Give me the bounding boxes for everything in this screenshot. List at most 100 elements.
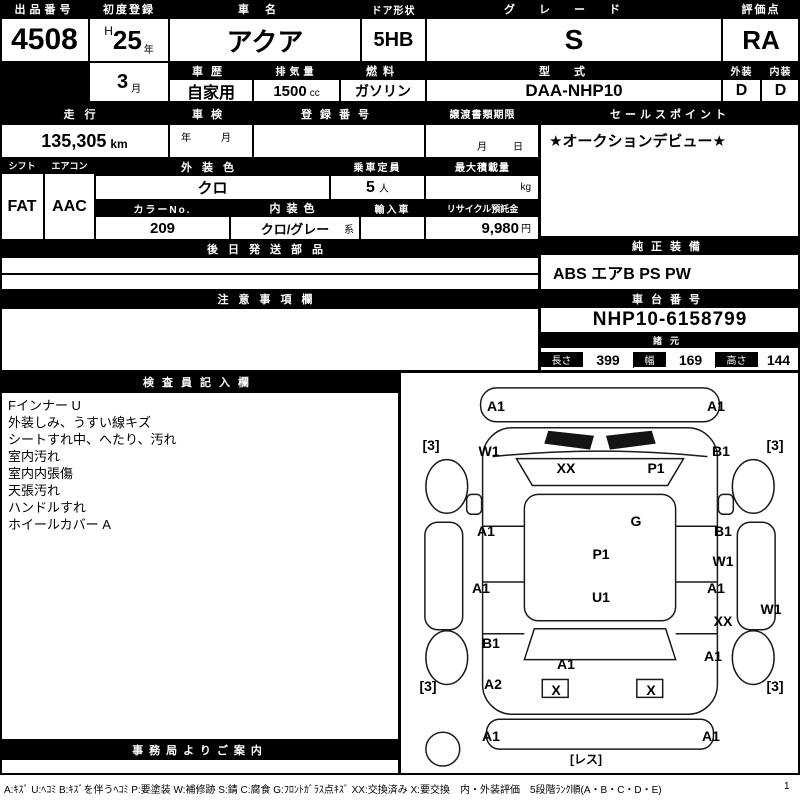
height-label: 高さ (716, 352, 758, 367)
damage-code-X: X (551, 682, 561, 698)
damage-code-W1: W1 (760, 601, 782, 617)
era-letter: H (104, 24, 113, 38)
registration-no-label: 登録番号 (253, 103, 425, 124)
auction-no: 4508 (0, 18, 89, 62)
stamp-box (0, 62, 89, 103)
damage-code-U1: U1 (592, 589, 610, 605)
damage-code-A1: A1 (707, 580, 725, 596)
inspector-note-line: 外装しみ、うすい線キズ (8, 415, 152, 430)
transfer-deadline-value: 月 日 (425, 124, 540, 158)
damage-code-P1: P1 (592, 546, 610, 562)
damage-code-G: G (630, 513, 642, 529)
recycle-deposit: 9,980 (481, 219, 519, 237)
damage-code-X: X (646, 682, 656, 698)
interior-color-label: 内装色 (230, 200, 360, 216)
door-shape: 5HB (361, 18, 426, 62)
inspector-note-line: 天張汚れ (8, 483, 61, 498)
fuel: ガソリン (340, 79, 426, 103)
exterior-color: クロ (95, 175, 330, 200)
damage-code-legend: A:ｷｽﾞ U:ﾍｺﾐ B:ｷｽﾞを伴うﾍｺﾐ P:要塗装 W:補修跡 S:錆 … (4, 785, 662, 796)
interior-grade-label: 内装 (761, 62, 800, 79)
year-unit: 年 (143, 45, 154, 56)
grade-label: グレード (426, 0, 722, 18)
exterior-grade: D (722, 79, 761, 103)
capacity-unit: 人 (378, 184, 389, 195)
door-shape-label: ドア形状 (361, 0, 426, 18)
displacement-cell: 1500 cc (253, 79, 340, 103)
office-info-label: 事務局よりご案内 (0, 740, 400, 759)
mileage-unit: km (110, 137, 128, 151)
first-reg-month: 3 (116, 71, 129, 93)
capacity-cell: 5 人 (330, 175, 425, 200)
first-reg-year: 25 (112, 24, 142, 55)
damage-code-A1: A1 (707, 398, 725, 414)
displacement: 1500 (273, 82, 307, 100)
damage-code-W1: W1 (478, 443, 500, 459)
column-divider (398, 372, 400, 775)
inspector-note-line: Fインナー U (8, 398, 81, 413)
auction-no-label: 出品番号 (0, 0, 89, 18)
displacement-unit: cc (309, 88, 320, 99)
history: 自家用 (169, 79, 253, 103)
first-reg-label: 初度登録 (89, 0, 169, 18)
car-outline-drawing (424, 387, 776, 767)
aircon-label: エアコン (44, 158, 95, 173)
max-load-unit: kg (425, 175, 540, 200)
color-no: 209 (95, 216, 230, 240)
damage-code-B1: B1 (712, 443, 730, 459)
inspector-note-line: シートすれ中、へたり、汚れ (8, 432, 177, 447)
damage-code-XX: XX (556, 460, 576, 476)
grade: S (426, 18, 722, 62)
damage-code-P1: P1 (647, 460, 665, 476)
mileage-label: 走行 (0, 103, 169, 124)
caution-notes-label: 注意事項欄 (0, 290, 540, 308)
score-label: 評価点 (722, 0, 800, 18)
height-value: 144 (766, 351, 791, 368)
shift-value: FAT (0, 173, 44, 240)
inspection-label: 車検 (169, 103, 253, 124)
recycle-deposit-unit: 円 (521, 224, 531, 235)
inspection-value: 年 月 (169, 124, 253, 158)
interior-color-unit: 系 (344, 224, 354, 236)
recycle-deposit-cell: 9,980 円 (425, 216, 540, 240)
damage-code-3: [3] (766, 437, 784, 453)
width-value: 169 (666, 351, 716, 368)
inspector-note-line: ハンドルすれ (8, 500, 87, 515)
first-reg-year-cell: H 25 年 (89, 18, 169, 62)
aircon-value: AAC (44, 173, 95, 240)
damage-code-B1: B1 (482, 635, 500, 651)
model-code: DAA-NHP10 (426, 79, 722, 103)
score: RA (722, 18, 800, 62)
equipment-list: ABS エアB PS PW (540, 254, 800, 290)
exterior-color-label: 外装色 (95, 158, 330, 175)
color-no-label: カラーNo. (95, 200, 230, 216)
displacement-label: 排気量 (253, 62, 340, 79)
car-name: アクア (169, 18, 361, 62)
inspector-note-line: 室内汚れ (8, 449, 61, 464)
interior-color: クロ/グレー (260, 221, 330, 237)
length-value: 399 (583, 351, 634, 368)
damage-code-A1: A1 (702, 728, 720, 744)
page-number: 1 (784, 781, 790, 792)
mileage-cell: 135,305 km (0, 124, 169, 158)
caution-notes-box (0, 308, 540, 372)
chassis-no: NHP10-6158799 (540, 307, 800, 333)
damage-code-A1: A1 (704, 648, 722, 664)
history-label: 車歴 (169, 62, 253, 79)
dimensions-row: 長さ 399 幅 169 高さ 144 (540, 347, 800, 372)
damage-code-A1: A1 (487, 398, 505, 414)
interior-grade: D (761, 79, 800, 103)
shift-label: シフト (0, 158, 44, 173)
damage-code-W1: W1 (712, 553, 734, 569)
damage-code-XX: XX (713, 613, 733, 629)
sales-point: ★オークションデビュー★ (540, 124, 800, 237)
mileage-value: 135,305 (41, 130, 107, 151)
chassis-no-label: 車台番号 (540, 290, 800, 307)
recycle-deposit-label: リサイクル預託金 (425, 200, 540, 216)
equipment-label: 純正装備 (540, 237, 800, 254)
later-parts-row-2 (0, 274, 540, 290)
transfer-deadline-label: 譲渡書類期限 (425, 103, 540, 124)
fuel-label: 燃料 (340, 62, 426, 79)
